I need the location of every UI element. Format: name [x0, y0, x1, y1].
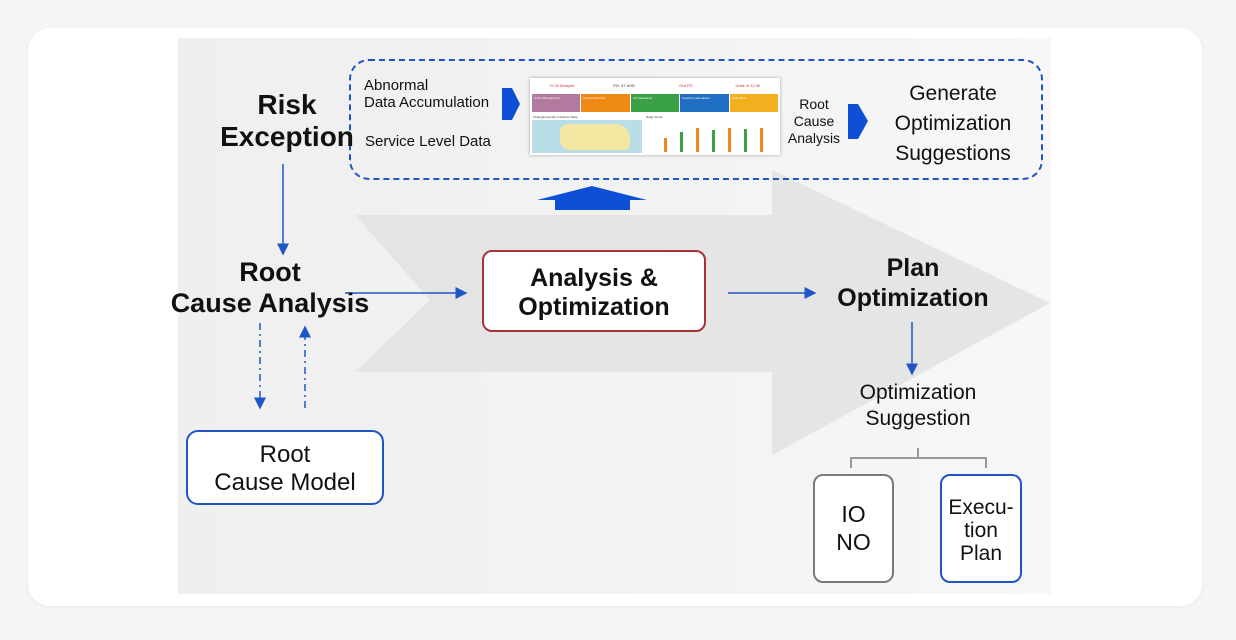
- chevron-into-dashboard: [502, 88, 520, 120]
- dashboard-header-2: PO: 47 #OD: [613, 83, 635, 88]
- top-root-cause-analysis-label: Root Cause Analysis: [787, 96, 841, 146]
- execution-plan-node: Execu- tion Plan: [940, 474, 1022, 583]
- dashboard-map-land: [560, 124, 630, 150]
- dashboard-flow-frame: [349, 59, 1043, 180]
- dashboard-bar: [728, 128, 731, 152]
- dashboard-tile-5: Real-Time: [730, 94, 778, 112]
- optimization-suggestion-node: Optimization Suggestion: [859, 381, 977, 430]
- analysis-optimization-node: Analysis & Optimization: [482, 250, 706, 332]
- generate-suggestions-label: Generate Optimization Suggestions: [894, 82, 1012, 165]
- dashboard-bar: [696, 128, 699, 152]
- dashboard-bar: [712, 130, 715, 152]
- dashboard-header-3: Ord PO: [679, 83, 693, 88]
- dashboard-panel-label-2: Delay Trend: [646, 115, 663, 119]
- chevron-to-suggestions: [848, 104, 868, 139]
- risk-exception-node: Risk Exception: [220, 89, 354, 152]
- plan-optimization-node: Plan Optimization: [837, 254, 989, 312]
- dashboard-tile-2: Control Services: [581, 94, 630, 112]
- io-no-node: IO NO: [813, 474, 894, 583]
- service-level-data-label: Service Level Data: [365, 133, 491, 150]
- dashboard-header-4: Units of 12.4K: [735, 83, 761, 88]
- dashboard-bar: [760, 128, 763, 152]
- dashboard-thumbnail: % Of Delayed PO: 47 #OD Ord PO Units of …: [530, 78, 780, 155]
- dashboard-bar: [744, 129, 747, 152]
- dashboard-header-1: % Of Delayed: [549, 83, 575, 88]
- root-cause-model-node: Root Cause Model: [186, 430, 384, 505]
- dashboard-tile-3: Air Operations: [631, 94, 679, 112]
- dashboard-panel-label-1: Changeboxes By Customer State: [533, 115, 578, 119]
- dashboard-bar: [680, 132, 683, 152]
- dashboard-tile-1: Order Management: [532, 94, 580, 112]
- dashboard-bar: [664, 138, 667, 152]
- root-cause-analysis-node: Root Cause Analysis: [170, 257, 370, 318]
- suggestion-bracket: [850, 448, 987, 468]
- dashboard-tile-4: Inventory Operations: [680, 94, 729, 112]
- abnormal-data-label: Abnormal Data Accumulation: [364, 77, 490, 111]
